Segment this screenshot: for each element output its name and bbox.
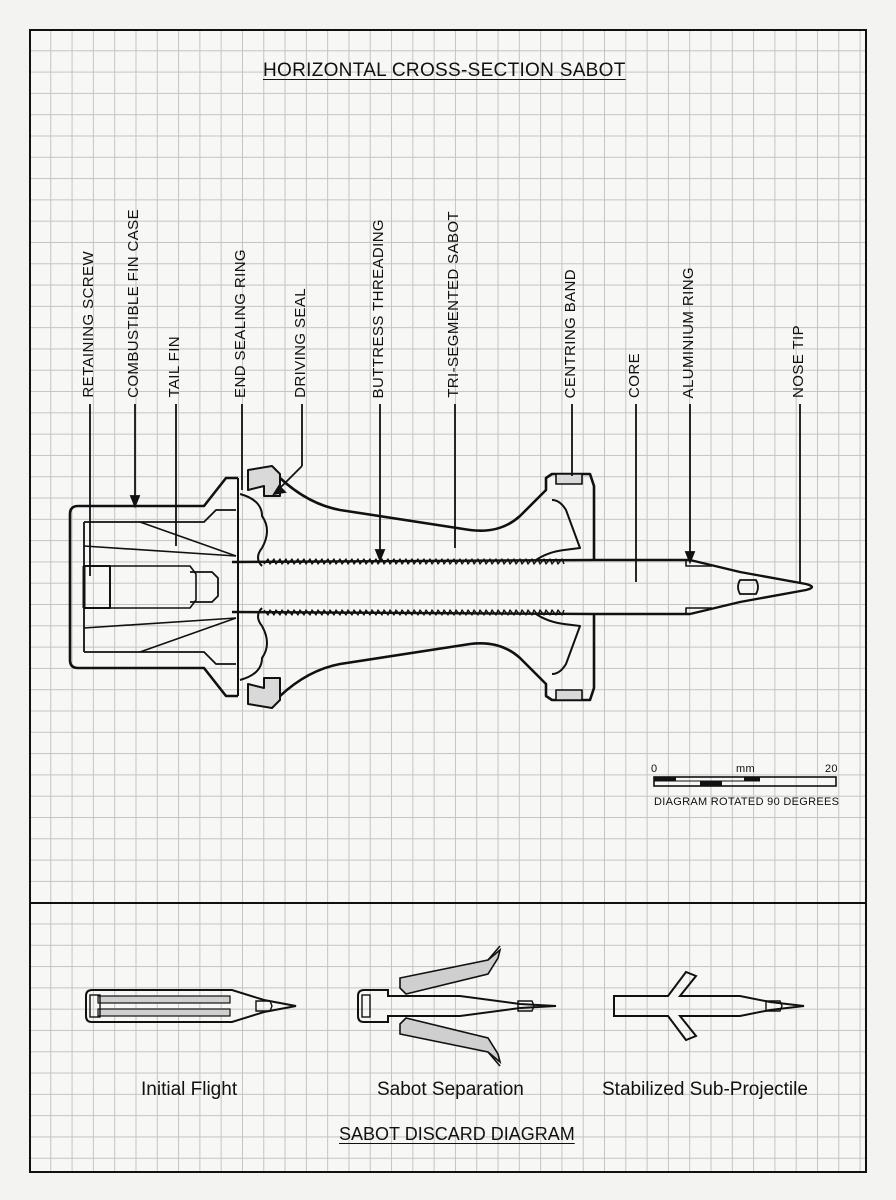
initial-flight-sabot — [85, 989, 297, 1023]
end-sealing-ring-top — [247, 465, 281, 497]
callout-label: NOSE TIP — [790, 325, 807, 398]
tail-fin-upper — [83, 545, 237, 557]
scale-note: DIAGRAM ROTATED 90 DEGREES — [654, 796, 840, 808]
callout-label: TRI-SEGMENTED SABOT — [445, 211, 462, 398]
centring-band-bottom — [555, 689, 583, 701]
fin-case-outer — [68, 476, 238, 698]
aluminium-ring — [685, 560, 712, 567]
stabilized-sub-projectile — [613, 970, 805, 1042]
sabot-separation — [357, 945, 557, 1067]
retaining-screw — [83, 565, 111, 609]
tail-fin-lower — [83, 617, 237, 629]
callout-label: CORE — [626, 353, 643, 398]
centring-band-top — [555, 473, 583, 485]
sabot-cross-section — [68, 465, 814, 709]
end-sealing-ring-bottom — [247, 677, 281, 709]
callout-label: ALUMINIUM RING — [680, 266, 697, 398]
driving-seal-top — [239, 493, 268, 567]
scale-start: 0 — [651, 763, 658, 775]
callout-label: CENTRING BAND — [562, 268, 579, 398]
scale-end: 20 — [825, 763, 838, 775]
callout-label: COMBUSTIBLE FIN CASE — [125, 209, 142, 398]
nose-tip-insert — [737, 579, 759, 595]
scale-bar — [653, 776, 837, 787]
leader-lines — [89, 404, 801, 584]
discard-diagram-title: SABOT DISCARD DIAGRAM — [339, 1124, 575, 1144]
callout-label: END SEALING RING — [232, 249, 249, 398]
scale-unit: mm — [736, 763, 755, 775]
callout-label: RETAINING SCREW — [80, 251, 97, 398]
outer-frame — [29, 29, 867, 1173]
sabot-body-top — [279, 472, 596, 560]
driving-seal-bottom — [239, 607, 268, 681]
graph-paper-grid — [30, 30, 866, 1172]
callout-label: BUTTRESS THREADING — [370, 218, 387, 398]
sabot-body-bottom — [279, 614, 596, 702]
stage-stabilized-sub-projectile: Stabilized Sub-Projectile — [602, 1079, 808, 1100]
callout-label: DRIVING SEAL — [292, 288, 309, 398]
core-penetrator — [231, 558, 814, 616]
callout-label: TAIL FIN — [166, 336, 183, 398]
stage-sabot-separation: Sabot Separation — [377, 1079, 524, 1100]
tail-nut — [190, 571, 219, 603]
diagram-title: HORIZONTAL CROSS-SECTION SABOT — [263, 60, 626, 81]
stage-initial-flight: Initial Flight — [141, 1079, 238, 1100]
